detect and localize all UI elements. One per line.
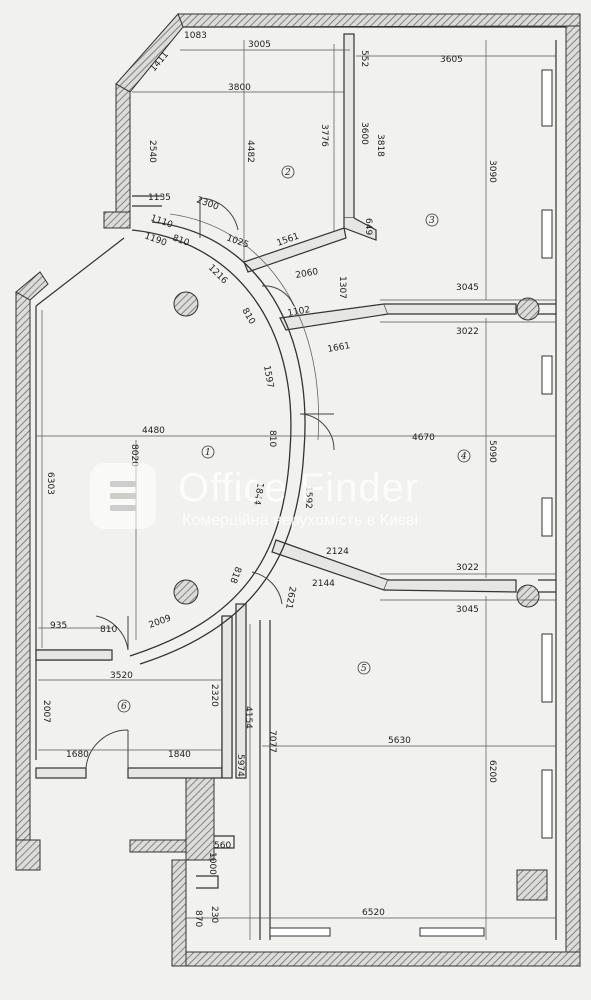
dim-label: 3090 — [487, 160, 497, 183]
dim-label: 1597 — [261, 365, 275, 389]
dim-label: 1102 — [287, 305, 311, 319]
dim-label: 4154 — [243, 706, 253, 729]
dim-label: 1661 — [327, 341, 351, 355]
watermark-title: Office Finder — [178, 466, 420, 510]
dim-label: 1844 — [251, 481, 265, 506]
dim-label: 2007 — [41, 700, 51, 723]
dim-label: 5630 — [388, 736, 411, 746]
dim-label: 8020 — [129, 444, 139, 467]
dim-label: 3818 — [375, 134, 385, 157]
dim-label: 1680 — [66, 750, 89, 760]
dim-label: 3600 — [359, 122, 369, 145]
dim-label: 3045 — [456, 605, 479, 615]
dim-label: 810 — [267, 430, 277, 447]
dim-label: 1083 — [184, 31, 207, 41]
room-number: 2 — [284, 168, 291, 178]
dim-label: 2009 — [148, 613, 173, 630]
dim-label: 3045 — [456, 283, 479, 293]
dim-label: 6303 — [45, 472, 55, 495]
dim-label: 3800 — [228, 83, 251, 93]
outer-walls — [15, 13, 581, 968]
dim-label: 2144 — [312, 579, 335, 589]
dim-label: 1135 — [148, 193, 171, 203]
dim-label: 6200 — [487, 760, 497, 783]
dim-label: 3605 — [440, 55, 463, 65]
dim-label: 1592 — [303, 486, 313, 509]
dim-label: 2124 — [326, 547, 349, 557]
dim-label: 5090 — [487, 440, 497, 463]
columns — [173, 291, 548, 901]
dim-label: 552 — [359, 50, 369, 67]
room-number: 5 — [361, 664, 367, 674]
dimension-lines — [36, 40, 556, 940]
dim-label: 2540 — [147, 140, 157, 163]
dim-label: 6520 — [362, 908, 385, 918]
dim-label: 4482 — [245, 140, 255, 163]
dim-label: 810 — [100, 625, 117, 635]
room-number: 6 — [121, 702, 127, 712]
room-labels — [117, 165, 471, 713]
dim-label: 3776 — [319, 124, 329, 147]
dim-label: 810 — [239, 307, 256, 327]
dim-label: 1025 — [225, 233, 250, 250]
dim-label: 1216 — [206, 263, 229, 286]
dim-label: 2621 — [283, 585, 297, 609]
dim-label: 7077 — [267, 730, 277, 753]
room-number: 3 — [429, 216, 435, 226]
dim-label: 1840 — [168, 750, 191, 760]
dim-label: 649 — [363, 218, 373, 235]
dim-label: 935 — [50, 621, 67, 631]
dim-label: 2300 — [195, 195, 220, 212]
windows — [269, 69, 553, 937]
dim-label: 3022 — [456, 563, 479, 573]
inner-walls — [35, 26, 566, 940]
dim-label: 3520 — [110, 671, 133, 681]
dim-label: 1307 — [337, 276, 347, 299]
dim-label: 2320 — [209, 684, 219, 707]
dim-label: 3022 — [456, 327, 479, 337]
dim-label: 3005 — [248, 40, 271, 50]
doors — [85, 197, 335, 769]
dim-label: 560 — [214, 841, 231, 851]
dim-label: 4670 — [412, 433, 435, 443]
room-number: 1 — [205, 448, 211, 458]
dim-label: 5974 — [235, 754, 245, 777]
watermark-subtitle: Комерційна нерухомість в Києві — [182, 512, 419, 529]
dim-label: 4480 — [142, 426, 165, 436]
dim-label: 810 — [171, 233, 191, 248]
dim-label: 230 — [209, 906, 219, 923]
dim-label: 1000 — [207, 852, 217, 875]
dim-label: 1190 — [143, 231, 168, 248]
watermark-logo-icon — [90, 463, 156, 529]
dim-label: 818 — [227, 565, 242, 585]
room-number: 4 — [460, 452, 467, 462]
dim-label: 2060 — [295, 267, 320, 281]
room-numbers: 2 3 1 4 5 6 — [121, 168, 467, 712]
dim-label: 1110 — [149, 213, 174, 230]
curved-wall — [129, 213, 320, 665]
dim-label: 870 — [193, 910, 203, 927]
